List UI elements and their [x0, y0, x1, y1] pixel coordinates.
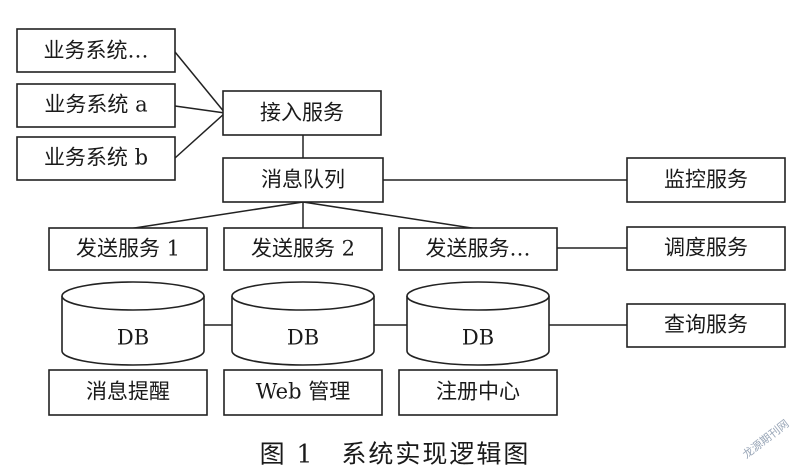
- db-label: DB: [462, 326, 494, 350]
- edge-biz-a-to-access: [174, 105, 226, 114]
- watermark-logo: 龙源期刊网: [740, 416, 792, 461]
- db-cylinder-top: [231, 281, 375, 311]
- node-box: [626, 303, 786, 348]
- node-label: 监控服务: [664, 168, 748, 192]
- node-box: [16, 83, 176, 128]
- node-box: [626, 226, 786, 271]
- node-biz-etc: 业务系统…: [16, 28, 176, 73]
- node-box: [223, 369, 383, 416]
- edge-mq-to-send-etc: [302, 201, 479, 230]
- figure-caption: 图 1 系统实现逻辑图: [260, 440, 531, 469]
- node-query: 查询服务: [626, 303, 786, 348]
- node-label: 查询服务: [664, 313, 748, 337]
- node-label: 消息提醒: [86, 380, 170, 404]
- node-schedule: 调度服务: [626, 226, 786, 271]
- node-mq: 消息队列: [222, 157, 384, 203]
- node-label: 注册中心: [436, 380, 520, 404]
- edge-mq-to-send1: [127, 201, 304, 230]
- db-label: DB: [287, 326, 319, 350]
- node-send-etc: 发送服务…: [398, 227, 558, 271]
- db-cylinder-body: [406, 296, 550, 366]
- node-web: Web 管理: [223, 369, 383, 416]
- node-send-1: 发送服务 1: [48, 227, 208, 271]
- node-label: 发送服务 2: [251, 237, 355, 261]
- node-box: [398, 227, 558, 271]
- node-registry: 注册中心: [398, 369, 558, 416]
- node-biz-b: 业务系统 b: [16, 136, 176, 181]
- node-box: [626, 157, 786, 203]
- db-label: DB: [117, 326, 149, 350]
- node-label: 消息队列: [261, 168, 345, 192]
- node-monitor: 监控服务: [626, 157, 786, 203]
- node-box: [222, 90, 382, 136]
- db-cylinder-top: [406, 281, 550, 311]
- node-label: 发送服务 1: [76, 237, 180, 261]
- node-db-1: DB: [61, 281, 205, 366]
- node-label: 业务系统 a: [44, 93, 147, 117]
- node-db-2: DB: [231, 281, 375, 366]
- edge-biz-b-to-access: [174, 112, 226, 159]
- node-notify: 消息提醒: [48, 369, 208, 416]
- node-label: 发送服务…: [426, 237, 531, 261]
- edge-biz-etc-to-access: [174, 51, 226, 114]
- node-access: 接入服务: [222, 90, 382, 136]
- node-send-2: 发送服务 2: [223, 227, 383, 271]
- node-box: [48, 227, 208, 271]
- node-db-3: DB: [406, 281, 550, 366]
- node-label: 接入服务: [260, 101, 344, 125]
- db-cylinder-body: [61, 296, 205, 366]
- node-label: 业务系统 b: [44, 146, 148, 170]
- db-cylinder-top: [61, 281, 205, 311]
- node-box: [48, 369, 208, 416]
- node-biz-a: 业务系统 a: [16, 83, 176, 128]
- node-box: [16, 28, 176, 73]
- node-label: Web 管理: [256, 380, 350, 404]
- node-box: [223, 227, 383, 271]
- connectors: [127, 51, 627, 326]
- node-box: [398, 369, 558, 416]
- node-label: 业务系统…: [44, 39, 149, 63]
- node-box: [16, 136, 176, 181]
- node-box: [222, 157, 384, 203]
- node-label: 调度服务: [664, 236, 748, 260]
- db-cylinder-body: [231, 296, 375, 366]
